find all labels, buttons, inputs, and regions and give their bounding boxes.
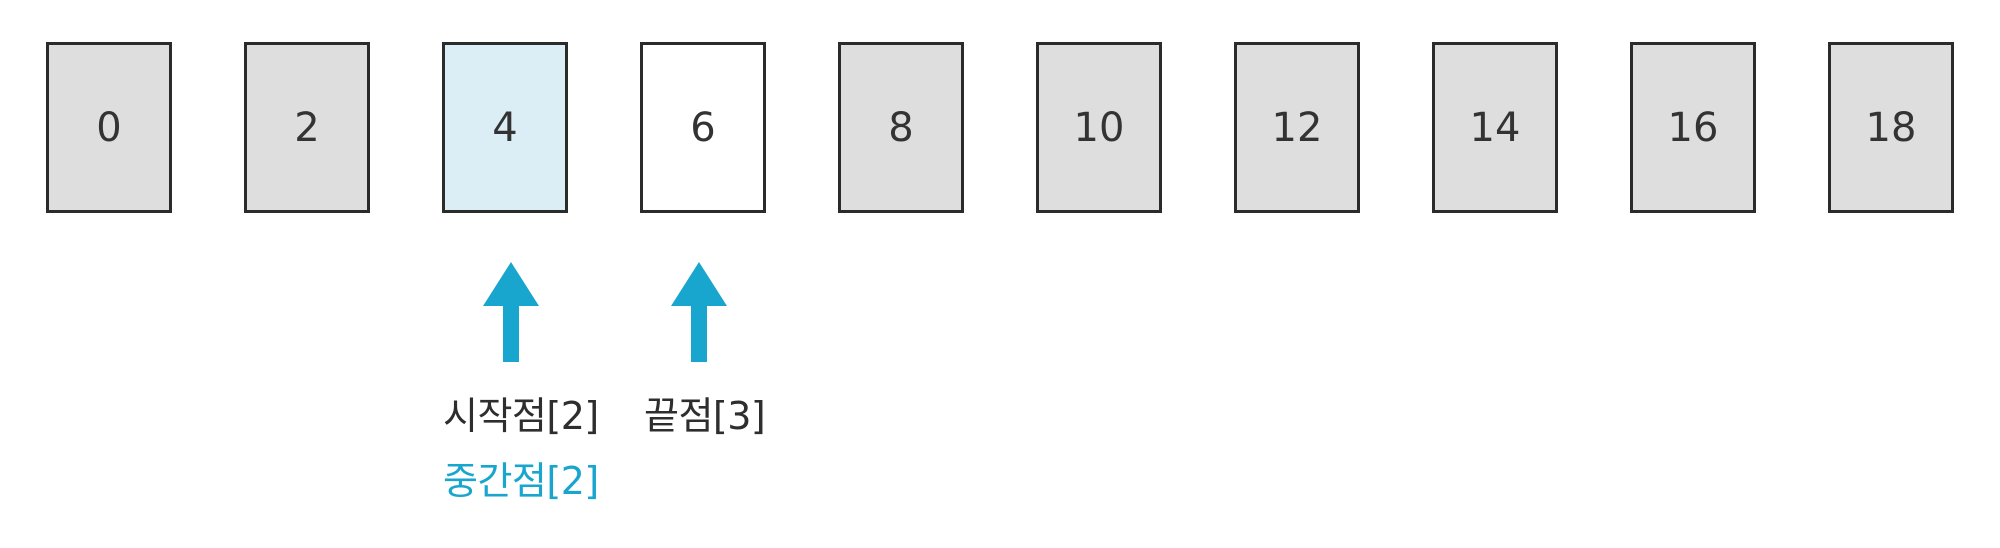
cell-value: 6 — [690, 104, 716, 151]
array-cell-1: 2 — [244, 42, 370, 213]
array-cell-8: 16 — [1630, 42, 1756, 213]
mid-pointer-label: 중간점[2] — [443, 459, 599, 503]
cell-value: 0 — [96, 104, 122, 151]
cell-value: 12 — [1271, 104, 1323, 151]
start-pointer-label: 시작점[2] — [443, 394, 599, 438]
array-cell-2-start: 4 — [442, 42, 568, 213]
array-cell-6: 12 — [1234, 42, 1360, 213]
array-cell-0: 0 — [46, 42, 172, 213]
array-cell-7: 14 — [1432, 42, 1558, 213]
cell-value: 2 — [294, 104, 320, 151]
array-cell-5: 10 — [1036, 42, 1162, 213]
cell-value: 14 — [1469, 104, 1521, 151]
array-cell-4: 8 — [838, 42, 964, 213]
cell-value: 16 — [1667, 104, 1719, 151]
cell-value: 10 — [1073, 104, 1125, 151]
end-pointer-label: 끝점[3] — [644, 394, 766, 438]
array-cell-9: 18 — [1828, 42, 1954, 213]
cell-value: 8 — [888, 104, 914, 151]
cell-value: 18 — [1865, 104, 1917, 151]
cell-value: 4 — [492, 104, 518, 151]
array-cell-3-end: 6 — [640, 42, 766, 213]
end-pointer-arrow-icon — [671, 262, 727, 362]
start-pointer-arrow-icon — [483, 262, 539, 362]
